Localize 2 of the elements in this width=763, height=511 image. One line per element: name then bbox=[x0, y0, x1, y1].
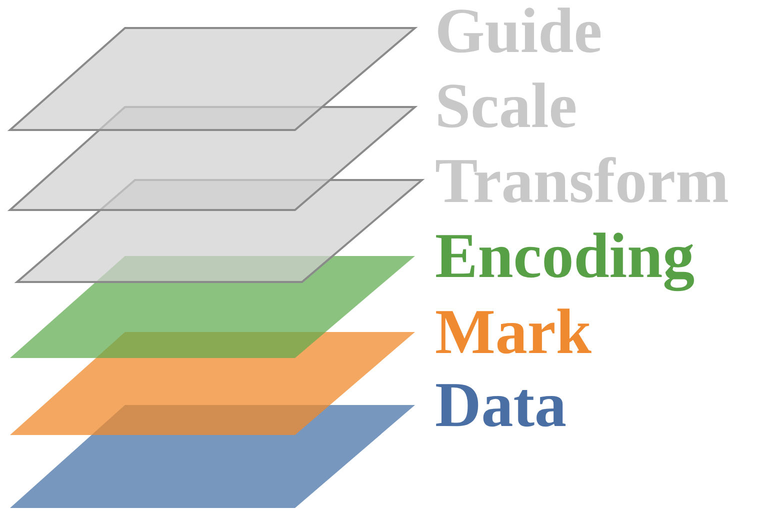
layer-label: Mark bbox=[435, 300, 592, 364]
layer-label: Data bbox=[435, 373, 567, 437]
